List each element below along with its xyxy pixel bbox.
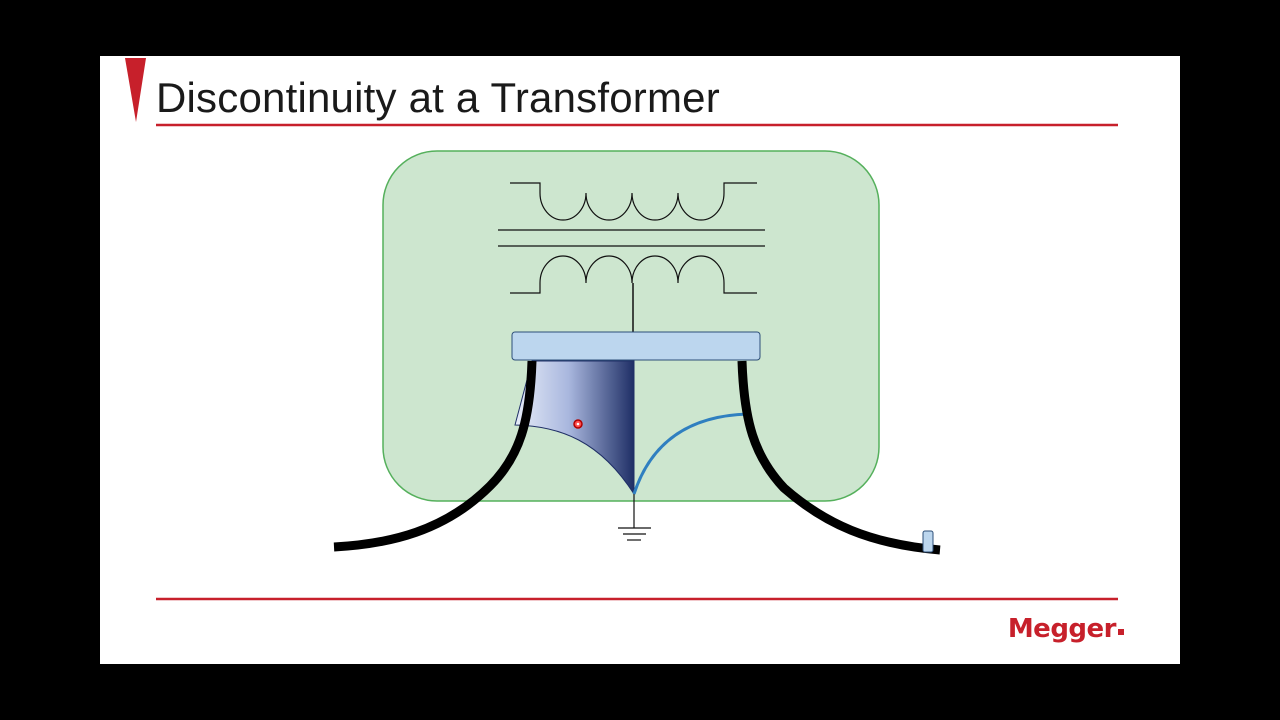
cursor-pointer-center [576, 422, 580, 426]
megger-logo: Megger [1008, 614, 1124, 644]
logo-text: Megger [1007, 614, 1117, 644]
slide-title: Discontinuity at a Transformer [156, 74, 720, 121]
red-slide-marker [125, 58, 146, 122]
cable-end-terminal [922, 530, 934, 553]
right-cable [737, 360, 941, 555]
left-cable [333, 360, 537, 552]
transformer-tank [382, 150, 880, 502]
secondary-winding [510, 255, 757, 294]
bushing-bar [511, 331, 761, 361]
reflection-curve [632, 412, 749, 495]
primary-winding [510, 182, 757, 221]
transformer-diagram [125, 58, 1118, 601]
slide: Discontinuity at a Transformer Megger [100, 56, 1180, 664]
logo-dot-icon [1118, 629, 1124, 635]
